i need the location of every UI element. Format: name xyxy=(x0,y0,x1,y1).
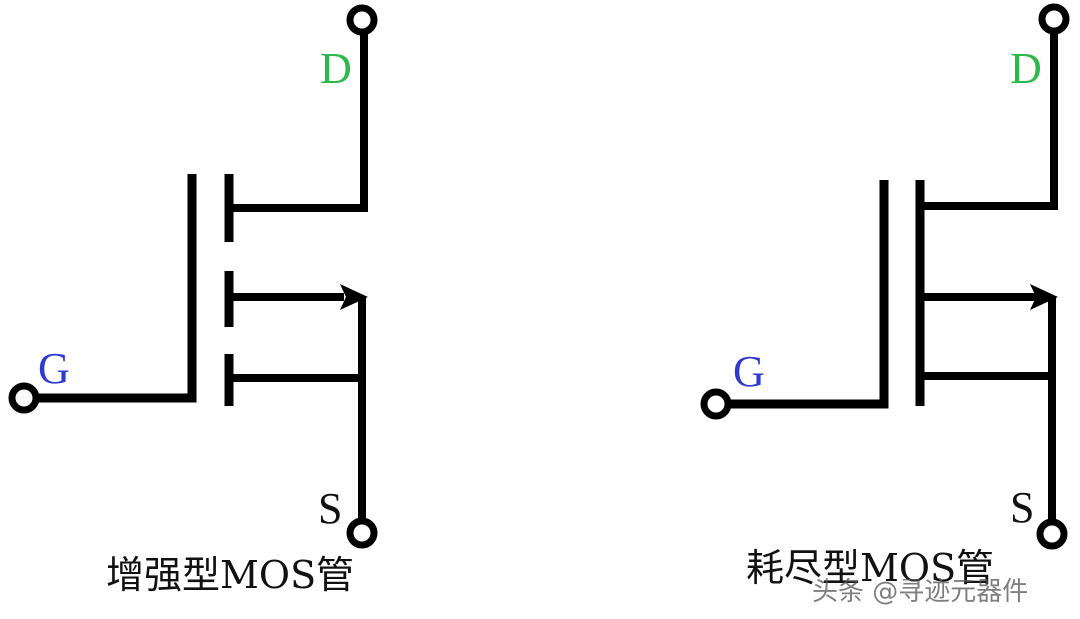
drain-label: D xyxy=(320,44,352,93)
enhancement-caption: 增强型MOS管 xyxy=(106,553,354,597)
drain-label: D xyxy=(1010,44,1042,93)
gate-lead xyxy=(36,174,197,403)
gate-label: G xyxy=(38,344,70,393)
depletion-mosfet-symbol: D G S 耗尽型MOS管 xyxy=(700,3,1070,590)
source-label: S xyxy=(318,484,342,533)
depletion-caption: 耗尽型MOS管 xyxy=(746,546,994,590)
drain-lead xyxy=(920,26,1058,210)
gate-label: G xyxy=(733,347,765,396)
drain-terminal xyxy=(346,4,378,36)
source-terminal xyxy=(346,517,378,549)
drain-lead xyxy=(229,28,368,212)
drain-terminal xyxy=(1038,3,1070,35)
body-arrowhead xyxy=(340,284,368,310)
watermark: 头条 @寻迹元器件 xyxy=(812,577,1028,607)
enhancement-mosfet-symbol: D G S 增强型MOS管 xyxy=(8,4,378,597)
gate-terminal xyxy=(8,382,40,414)
gate-terminal xyxy=(700,388,732,420)
source-label: S xyxy=(1010,483,1034,532)
source-terminal xyxy=(1036,518,1068,550)
body-arrowhead xyxy=(1030,284,1058,310)
gate-lead xyxy=(727,180,889,409)
